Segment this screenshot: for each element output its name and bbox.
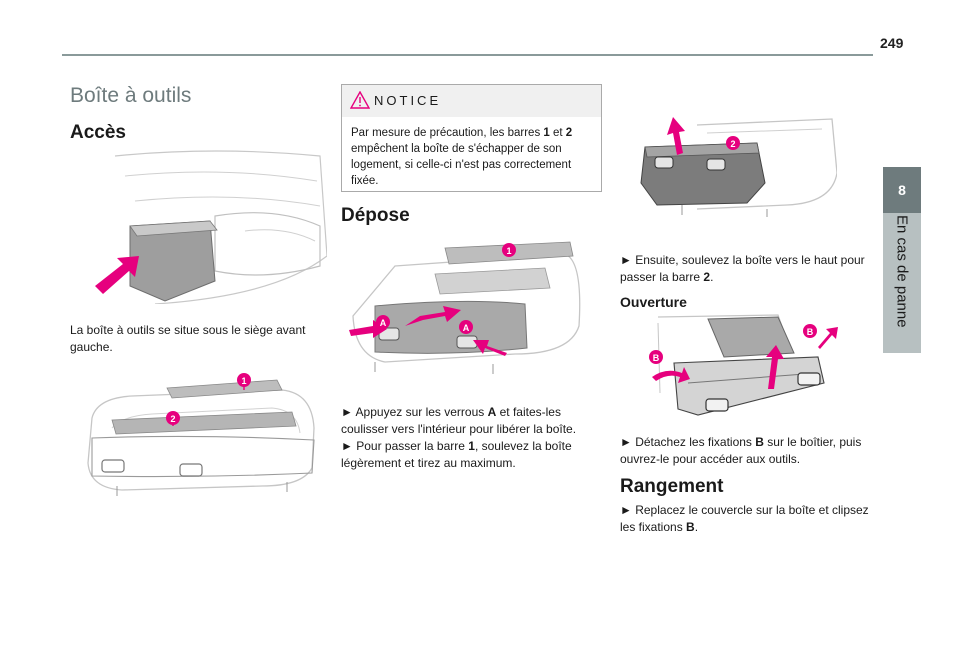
figure-depose: 1 A A xyxy=(345,236,585,380)
depose-step-1: ► Appuyez sur les verrous A et faites-le… xyxy=(341,405,577,436)
pink-arrow-icon xyxy=(95,256,139,294)
pink-arrow-icon xyxy=(652,367,690,383)
notice-text: Par mesure de précaution, les barres 1 e… xyxy=(351,127,573,187)
depose-step-2: ► Pour passer la barre 1, soulevez la bo… xyxy=(341,439,572,470)
figure-ouverture: B B xyxy=(638,313,842,417)
header-rule xyxy=(62,54,873,56)
callout-a-right: A xyxy=(459,320,473,334)
page-number: 249 xyxy=(880,35,904,51)
acces-heading: Accès xyxy=(70,122,126,143)
notice-header: NOTICE xyxy=(342,85,601,117)
rangement-step: ► Replacez le couvercle sur la boîte et … xyxy=(620,503,869,534)
section-title: Boîte à outils xyxy=(70,84,192,107)
depose-heading: Dépose xyxy=(341,205,410,226)
depose-steps: ► Appuyez sur les verrous A et faites-le… xyxy=(341,404,593,472)
svg-text:1: 1 xyxy=(506,246,511,256)
figure-lift: 2 xyxy=(637,113,837,219)
pink-arrow-icon xyxy=(766,345,784,389)
figure-seat-bars: 1 2 xyxy=(82,368,318,498)
callout-1: 1 xyxy=(502,243,516,257)
callout-b-right: B xyxy=(803,324,817,338)
notice-title: NOTICE xyxy=(374,93,442,108)
acces-text: La boîte à outils se situe sous le siège… xyxy=(70,323,306,354)
svg-text:B: B xyxy=(653,353,660,363)
chapter-tab[interactable]: 8 xyxy=(883,167,921,213)
svg-text:A: A xyxy=(380,318,387,328)
callout-2: 2 xyxy=(726,136,740,150)
chapter-title: En cas de panne xyxy=(893,215,911,328)
callout-1: 1 xyxy=(237,373,251,390)
chapter-number: 8 xyxy=(898,182,906,198)
svg-text:1: 1 xyxy=(241,376,246,386)
svg-text:B: B xyxy=(807,327,814,337)
notice-box: NOTICE Par mesure de précaution, les bar… xyxy=(341,84,602,192)
chapter-strip xyxy=(883,213,921,353)
pink-arrow-icon xyxy=(667,117,685,155)
callout-b-left: B xyxy=(649,350,663,364)
callout-2: 2 xyxy=(166,411,180,426)
svg-text:2: 2 xyxy=(730,139,735,149)
pink-arrow-icon xyxy=(405,306,461,326)
svg-text:A: A xyxy=(463,323,470,333)
ouverture-step: ► Détachez les fixations B sur le boîtie… xyxy=(620,435,862,466)
lift-step: ► Ensuite, soulevez la boîte vers le hau… xyxy=(620,253,865,284)
ouverture-heading: Ouverture xyxy=(620,294,687,310)
pink-arrow-icon xyxy=(473,340,507,356)
callout-a-left: A xyxy=(376,315,390,329)
rangement-heading: Rangement xyxy=(620,476,724,497)
figure-seat-location xyxy=(95,146,327,304)
pink-arrow-icon xyxy=(818,327,838,349)
svg-text:2: 2 xyxy=(170,414,175,424)
warning-triangle-icon xyxy=(349,90,371,114)
